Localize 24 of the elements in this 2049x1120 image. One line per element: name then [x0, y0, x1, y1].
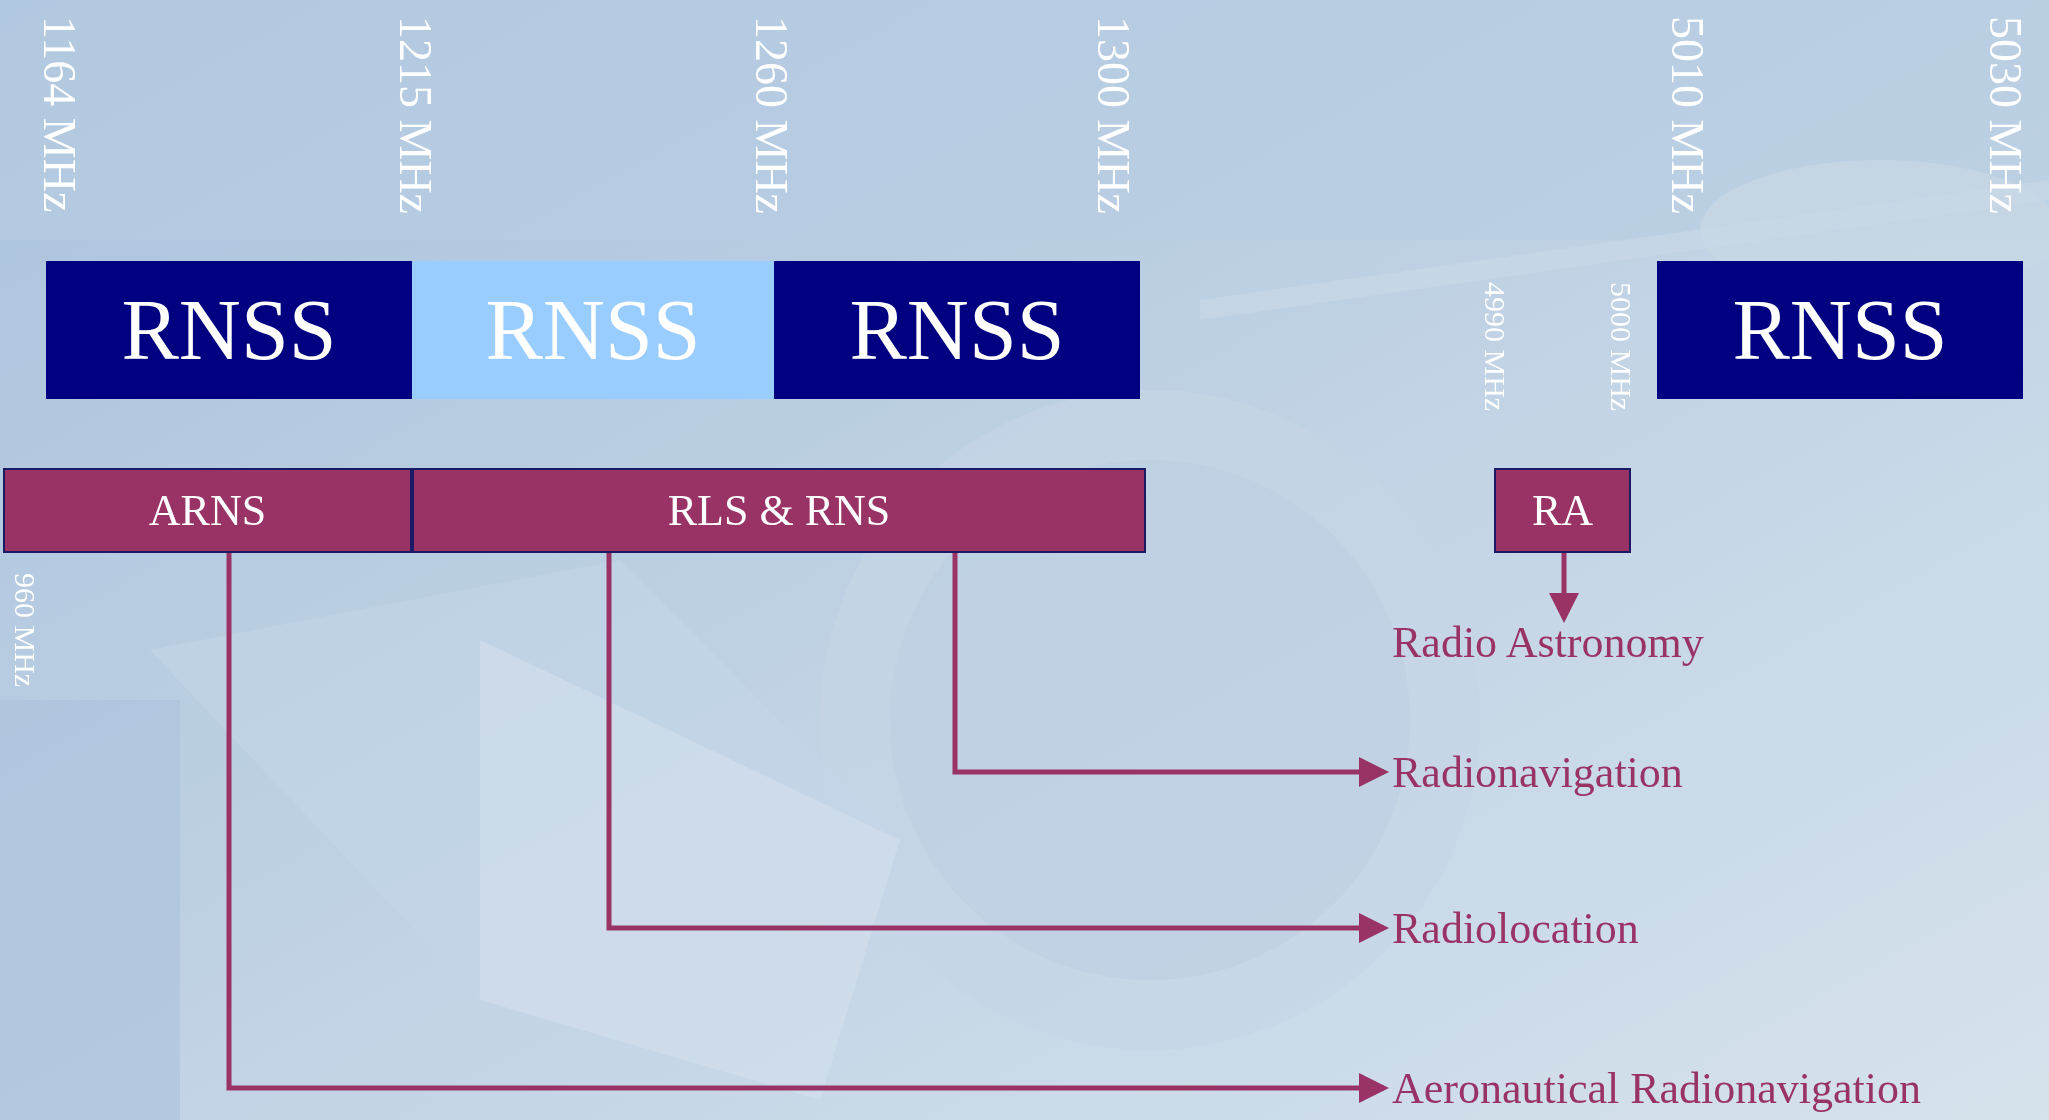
- service-label: Radionavigation: [1392, 744, 1722, 800]
- allocation-band: ARNS: [3, 468, 412, 553]
- service-label: Radio Astronomy: [1392, 614, 1762, 670]
- frequency-label: 5030 MHz: [1982, 16, 2028, 215]
- service-label: Radiolocation: [1392, 900, 1692, 956]
- frequency-label: 4990 MHz: [1480, 282, 1510, 412]
- allocation-band: RA: [1494, 468, 1631, 553]
- allocation-band: RLS & RNS: [412, 468, 1146, 553]
- frequency-band: RNSS: [46, 261, 412, 399]
- frequency-band: RNSS: [774, 261, 1140, 399]
- arrow: [1549, 553, 1579, 623]
- service-label: Aeronautical Radionavigation: [1392, 1060, 1992, 1116]
- frequency-label: 1300 MHz: [1090, 16, 1136, 215]
- arrow: [606, 553, 1389, 943]
- frequency-label: 1260 MHz: [748, 16, 794, 215]
- frequency-label: 1164 MHz: [36, 16, 82, 213]
- frequency-label: 5000 MHz: [1606, 282, 1636, 412]
- frequency-band: RNSS: [1657, 261, 2023, 399]
- frequency-label: 5010 MHz: [1664, 16, 1710, 215]
- arrow: [952, 553, 1389, 787]
- frequency-band: RNSS: [412, 261, 774, 399]
- frequency-label: 1215 MHz: [392, 16, 438, 215]
- frequency-label: 960 MHz: [10, 573, 40, 688]
- arrow: [226, 553, 1389, 1103]
